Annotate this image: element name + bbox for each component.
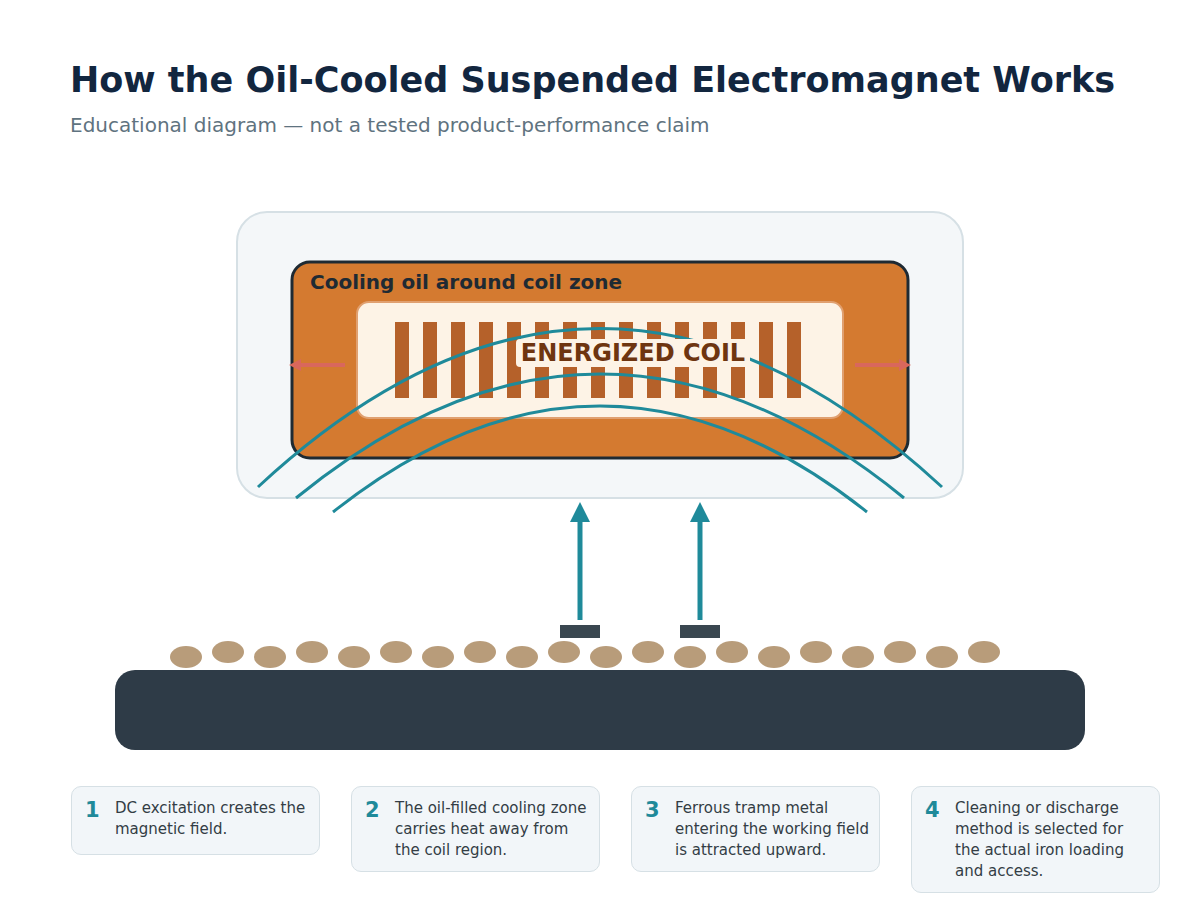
callout-box: 2 The oil-filled cooling zone carries hea… — [351, 786, 600, 872]
coil-zone — [357, 302, 843, 418]
attraction-arrow — [578, 512, 583, 620]
callout-box: 1 DC excitation creates the magnetic fiel… — [71, 786, 320, 855]
callout-number: 1 — [85, 798, 100, 822]
oil-zone — [292, 262, 908, 458]
bulk-material — [170, 641, 1000, 668]
conveyor-belt — [115, 670, 1085, 750]
diagram-caption: Educational diagram — not a tested produ… — [70, 113, 710, 137]
callout-number: 2 — [365, 798, 380, 822]
callout-box: 4 Cleaning or discharge method is selecte… — [911, 786, 1160, 893]
heat-arrow — [855, 363, 905, 367]
field-lines — [258, 329, 942, 513]
callout-text: DC excitation creates the magnetic field… — [115, 798, 309, 840]
diagram-title: How the Oil-Cooled Suspended Electromagn… — [70, 60, 1115, 100]
heat-arrow — [295, 363, 345, 367]
zone-label: Cooling oil around coil zone — [310, 270, 622, 294]
callout-number: 4 — [925, 798, 940, 822]
callout-box: 3 Ferrous tramp metal entering the workin… — [631, 786, 880, 872]
coil-box: ENERGIZED COIL — [357, 302, 843, 418]
callout-text: The oil-filled cooling zone carries heat… — [395, 798, 589, 861]
oil-zone-box: Cooling oil around coil zoneENERGIZED CO… — [292, 262, 908, 458]
callout-text: Ferrous tramp metal entering the working… — [675, 798, 869, 861]
attraction-arrow — [698, 512, 703, 620]
tramp-metal — [680, 625, 720, 638]
housing-panel — [237, 212, 963, 498]
tramp-metal — [560, 625, 600, 638]
callout-text: Cleaning or discharge method is selected… — [955, 798, 1149, 882]
callout-number: 3 — [645, 798, 660, 822]
coil-windings — [395, 322, 801, 398]
coil-label: ENERGIZED COIL — [516, 339, 750, 367]
